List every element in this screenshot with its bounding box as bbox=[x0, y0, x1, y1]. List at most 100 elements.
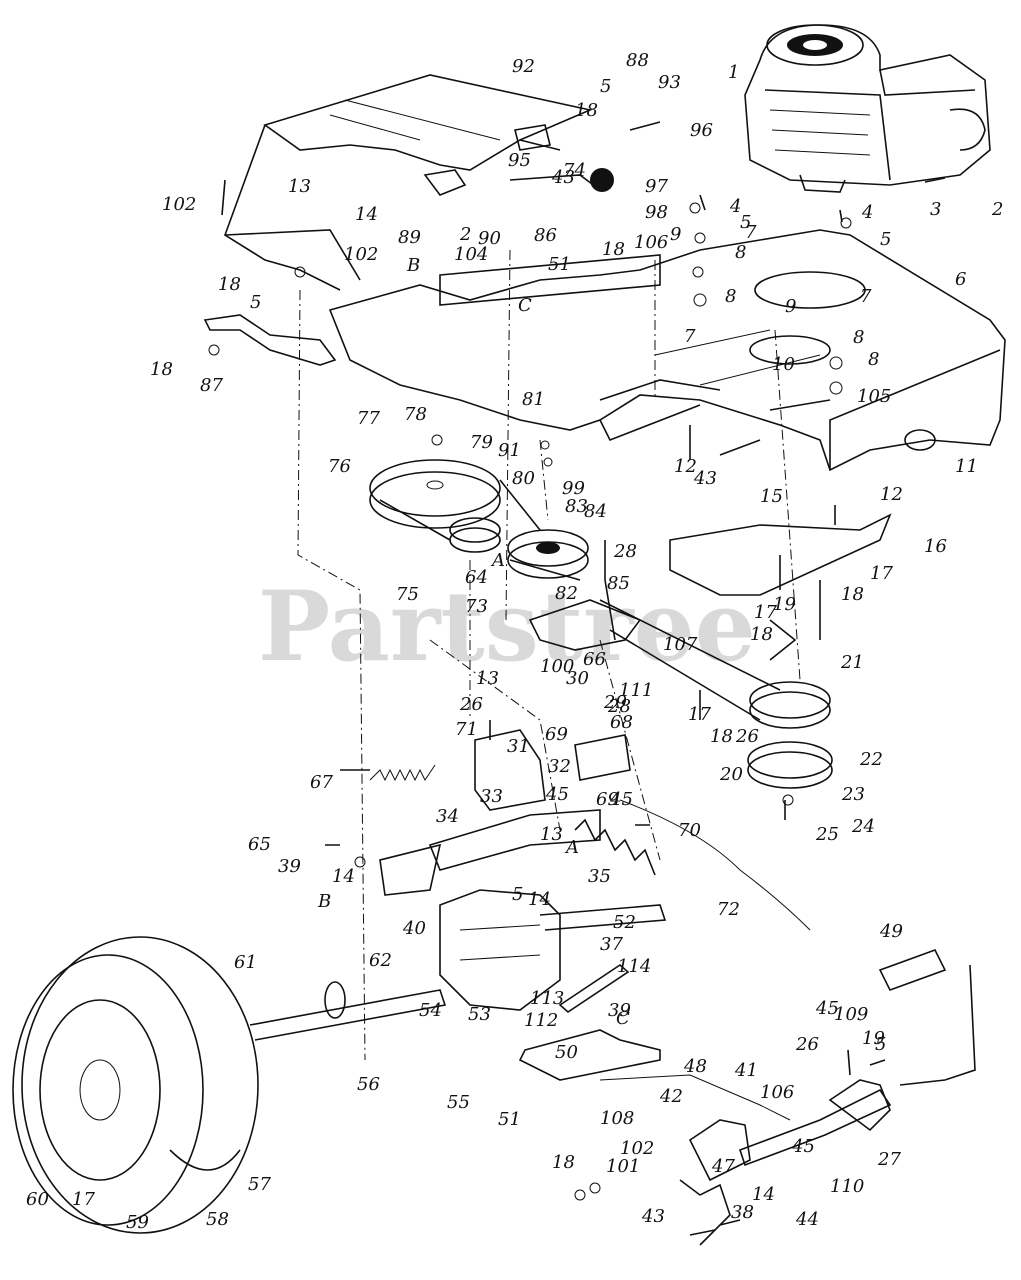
part-number-label: 8 bbox=[853, 327, 864, 348]
part-number-label: 5 bbox=[880, 229, 891, 250]
part-number-label: 105 bbox=[857, 386, 891, 407]
shift-knob-96 bbox=[590, 168, 614, 192]
part-number-label: 20 bbox=[719, 764, 743, 785]
part-number-label: 18 bbox=[602, 239, 625, 260]
part-number-label: 15 bbox=[760, 486, 783, 507]
part-number-label: 44 bbox=[795, 1209, 819, 1230]
part-number-label: 43 bbox=[693, 468, 717, 489]
part-number-label: 5 bbox=[740, 212, 751, 233]
part-number-label: 28 bbox=[607, 696, 631, 717]
part-number-label: 110 bbox=[830, 1176, 864, 1197]
part-number-label: 22 bbox=[859, 749, 883, 770]
part-number-label: 45 bbox=[815, 998, 839, 1019]
part-number-label: 14 bbox=[355, 204, 378, 225]
part-number-label: 11 bbox=[955, 456, 978, 477]
callout-letter: A bbox=[490, 550, 505, 571]
part-number-label: 98 bbox=[645, 202, 668, 223]
part-number-label: 17 bbox=[72, 1189, 95, 1210]
part-number-label: 17 bbox=[870, 563, 893, 584]
part-number-label: 7 bbox=[684, 326, 696, 347]
part-number-label: 30 bbox=[566, 668, 589, 689]
part-number-label: 18 bbox=[150, 359, 173, 380]
part-number-label: 23 bbox=[841, 784, 865, 805]
part-number-label: 8 bbox=[725, 286, 736, 307]
part-number-label: 2 bbox=[459, 224, 471, 245]
callout-letter: C bbox=[616, 1008, 630, 1029]
part-number-label: 31 bbox=[507, 736, 530, 757]
part-number-label: 45 bbox=[545, 784, 569, 805]
callout-letter: C bbox=[518, 295, 532, 316]
part-number-label: 28 bbox=[613, 541, 637, 562]
part-number-label: 24 bbox=[851, 816, 875, 837]
part-number-label: 25 bbox=[815, 824, 839, 845]
part-number-label: 7 bbox=[745, 222, 757, 243]
part-number-label: 83 bbox=[565, 496, 588, 517]
part-number-label: 68 bbox=[610, 712, 633, 733]
part-number-label: 58 bbox=[206, 1209, 229, 1230]
part-number-label: 14 bbox=[752, 1184, 775, 1205]
fasteners bbox=[208, 121, 946, 1236]
part-number-label: 8 bbox=[868, 349, 879, 370]
part-number-label: 37 bbox=[600, 934, 623, 955]
part-number-label: 85 bbox=[607, 573, 630, 594]
part-number-label: 102 bbox=[344, 244, 378, 265]
engine-drawing bbox=[744, 24, 991, 193]
part-number-label: 109 bbox=[834, 1004, 868, 1025]
part-number-label: 91 bbox=[498, 440, 521, 461]
part-number-label: 14 bbox=[332, 866, 355, 887]
part-number-label: 5 bbox=[250, 292, 261, 313]
part-number-label: 4 bbox=[861, 202, 873, 223]
part-number-label: 41 bbox=[734, 1060, 758, 1081]
part-number-label: 5 bbox=[600, 76, 611, 97]
part-number-label: 50 bbox=[555, 1042, 578, 1063]
part-number-label: 13 bbox=[288, 176, 311, 197]
part-number-label: 42 bbox=[659, 1086, 683, 1107]
part-number-label: 75 bbox=[396, 584, 419, 605]
part-number-label: 54 bbox=[419, 1000, 442, 1021]
part-number-label: 48 bbox=[683, 1056, 707, 1077]
part-number-label: 111 bbox=[619, 680, 653, 701]
pulley-drawing bbox=[369, 459, 833, 789]
bracket-86 bbox=[203, 314, 337, 366]
part-number-label: 100 bbox=[540, 656, 574, 677]
part-number-label: 78 bbox=[404, 404, 427, 425]
part-number-label: 65 bbox=[248, 834, 271, 855]
part-number-label: 101 bbox=[606, 1156, 640, 1177]
hood-panel-drawing bbox=[224, 74, 593, 291]
part-number-label: 18 bbox=[552, 1152, 575, 1173]
callout-letter: B bbox=[406, 255, 420, 276]
part-number-label: 89 bbox=[398, 227, 421, 248]
part-number-label: 60 bbox=[26, 1189, 49, 1210]
part-number-label: 3 bbox=[930, 199, 941, 220]
part-number-label: 74 bbox=[563, 160, 586, 181]
part-number-label: 19 bbox=[773, 594, 796, 615]
part-number-label: 16 bbox=[924, 536, 947, 557]
part-number-label: 113 bbox=[530, 988, 564, 1009]
spring-34 bbox=[574, 818, 656, 876]
part-number-label: 26 bbox=[795, 1034, 819, 1055]
part-number-label: 82 bbox=[555, 583, 578, 604]
part-number-label: 90 bbox=[478, 228, 501, 249]
part-number-label: 19 bbox=[862, 1028, 885, 1049]
part-number-label: 4 bbox=[729, 196, 741, 217]
throttle-rod-43 bbox=[509, 174, 601, 191]
part-number-label: 13 bbox=[540, 824, 563, 845]
callout-letter: B bbox=[317, 891, 331, 912]
transaxle-drawing bbox=[249, 889, 667, 1041]
cable-drive bbox=[599, 1074, 791, 1121]
part-number-label: 84 bbox=[584, 501, 607, 522]
part-number-label: 17 bbox=[754, 602, 777, 623]
part-number-label: 80 bbox=[512, 468, 535, 489]
part-number-label: 66 bbox=[583, 649, 606, 670]
part-number-label: 88 bbox=[626, 50, 649, 71]
part-number-label: 35 bbox=[588, 866, 611, 887]
part-number-label: 114 bbox=[617, 956, 651, 977]
part-number-label: 43 bbox=[641, 1206, 665, 1227]
part-number-label: 72 bbox=[717, 899, 740, 920]
part-number-label: 10 bbox=[772, 354, 795, 375]
part-number-label: 5 bbox=[512, 884, 523, 905]
part-number-label: 39 bbox=[278, 856, 301, 877]
